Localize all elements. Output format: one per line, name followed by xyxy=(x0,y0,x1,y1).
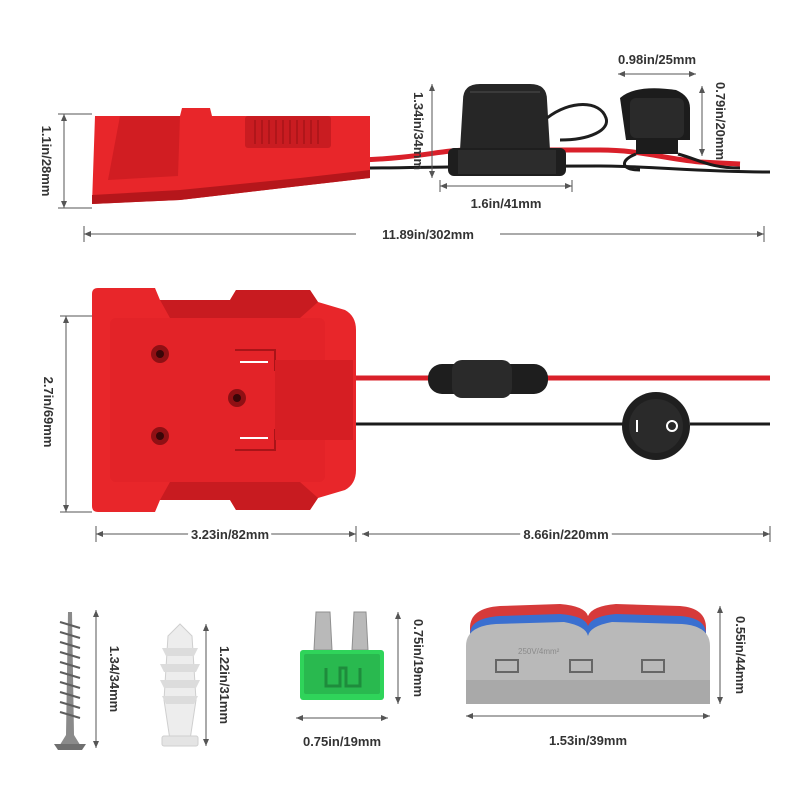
dim-switch-height: 0.79in/20mm xyxy=(699,82,728,160)
dim-connector-width: 1.53in/39mm xyxy=(466,713,710,748)
label-side-height: 1.1in/28mm xyxy=(39,126,54,197)
label-screw-length: 1.34/34mm xyxy=(107,646,122,713)
dim-connector-height: 0.55in/44mm xyxy=(717,606,748,704)
label-switch-height: 0.79in/20mm xyxy=(713,82,728,160)
dim-fuse-holder-height: 1.34in/34mm xyxy=(411,84,435,178)
label-switch-width: 0.98in/25mm xyxy=(618,52,696,67)
dim-fuse-width: 0.75in/19mm xyxy=(296,715,388,749)
wall-anchor-icon xyxy=(160,623,200,747)
label-anchor-length: 1.22in/31mm xyxy=(217,646,232,724)
screw-icon xyxy=(54,612,86,750)
connector-marking: 250V/4mm² xyxy=(518,647,560,656)
dim-switch-width: 0.98in/25mm xyxy=(618,52,696,77)
label-cable-length: 8.66in/220mm xyxy=(523,527,608,542)
side-release-tab xyxy=(245,116,331,148)
label-adapter-height: 2.7in/69mm xyxy=(41,377,56,448)
side-black-wire xyxy=(359,164,771,174)
label-fuse-height: 0.75in/19mm xyxy=(411,619,426,697)
dim-fuse-height: 0.75in/19mm xyxy=(395,612,426,704)
inline-fuse-holder-top-icon xyxy=(428,360,548,398)
dim-cable-length: 8.66in/220mm xyxy=(362,523,771,546)
label-adapter-length: 3.23in/82mm xyxy=(191,527,269,542)
adapter-top-view xyxy=(92,288,770,512)
side-red-wire xyxy=(359,147,741,167)
adapter-side-view xyxy=(92,108,771,204)
blade-fuse-icon xyxy=(300,611,384,700)
label-connector-height: 0.55in/44mm xyxy=(733,616,748,694)
dim-total-length: 11.89in/302mm xyxy=(83,226,765,242)
dim-anchor-length: 1.22in/31mm xyxy=(203,624,232,746)
dim-fuse-holder-width: 1.6in/41mm xyxy=(439,180,573,211)
lever-wire-connector-icon: 250V/4mm² xyxy=(466,604,710,704)
round-rocker-switch-icon xyxy=(620,88,741,172)
dim-side-height: 1.1in/28mm xyxy=(39,113,92,209)
label-total-length: 11.89in/302mm xyxy=(382,227,474,242)
label-fuse-width: 0.75in/19mm xyxy=(303,734,381,749)
inline-fuse-holder-icon xyxy=(448,84,608,176)
dim-adapter-length: 3.23in/82mm xyxy=(95,524,357,545)
rocker-switch-top-icon xyxy=(622,392,690,460)
dim-adapter-height: 2.7in/69mm xyxy=(41,315,92,513)
dim-screw-length: 1.34/34mm xyxy=(93,610,122,748)
label-connector-width: 1.53in/39mm xyxy=(549,733,627,748)
label-fuse-holder-height: 1.34in/34mm xyxy=(411,92,426,170)
label-fuse-holder-width: 1.6in/41mm xyxy=(471,196,542,211)
